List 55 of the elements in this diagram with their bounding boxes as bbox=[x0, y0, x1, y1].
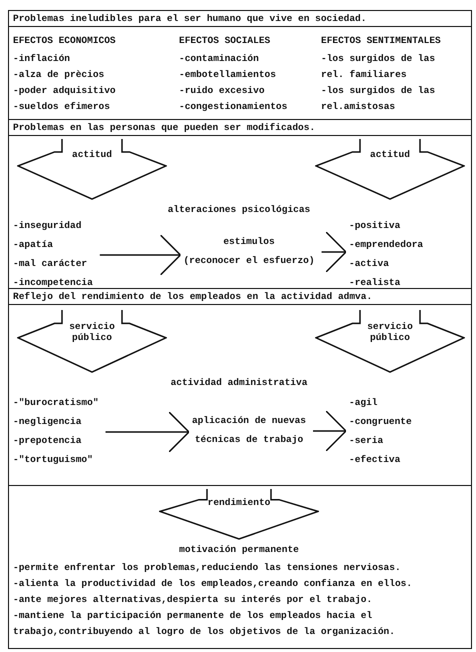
list-item: -emprendedora bbox=[349, 238, 424, 252]
list-item: -apatía bbox=[13, 238, 54, 252]
chevron-arrow bbox=[322, 231, 347, 273]
text-label: motivación permanente bbox=[178, 543, 300, 557]
text-label: -inflación bbox=[13, 52, 72, 66]
list-item: -incompetencia bbox=[13, 276, 94, 290]
list-item: -agil bbox=[349, 396, 379, 410]
panel-box bbox=[8, 119, 472, 289]
text-label: EFECTOS ECONOMICOS bbox=[13, 34, 117, 48]
paragraph-text: -alienta la productividad de los empleados,creando confianza en ellos. bbox=[13, 577, 414, 591]
text-label: EFECTOS SOCIALES bbox=[179, 34, 272, 48]
text-label: -los surgidos de las rel. familiares bbox=[321, 52, 436, 82]
text-label: -contaminación bbox=[179, 52, 260, 66]
list-item: -congruente bbox=[349, 415, 413, 429]
text-label: -alza de prècios bbox=[13, 68, 106, 82]
list-item: -"tortuguismo" bbox=[13, 453, 94, 467]
list-item: -realista bbox=[349, 276, 402, 290]
panel-box bbox=[8, 288, 472, 486]
arrow-label: rendimiento bbox=[207, 497, 271, 508]
list-item: -seria bbox=[349, 434, 384, 448]
panel-heading: Reflejo del rendimiento de los empleados en la actividad admva. bbox=[9, 289, 471, 305]
panel-box bbox=[8, 10, 472, 120]
text-label: -poder adquisitivo bbox=[13, 84, 117, 98]
chevron-arrow bbox=[106, 411, 190, 453]
text-label: -embotellamientos bbox=[179, 68, 277, 82]
text-label: actividad administrativa bbox=[170, 376, 308, 390]
list-item: -inseguridad bbox=[13, 219, 82, 233]
text-label: alteraciones psicológicas bbox=[166, 203, 312, 217]
text-label: EFECTOS SENTIMENTALES bbox=[321, 34, 442, 48]
paragraph-text: -permite enfrentar los problemas,reduciendo las tensiones nerviosas. bbox=[13, 561, 402, 575]
panel-heading: Problemas ineludibles para el ser humano que vive en sociedad. bbox=[9, 11, 471, 27]
list-item: -negligencia bbox=[13, 415, 82, 429]
center-text: (reconocer el esfuerzo) bbox=[182, 254, 316, 268]
list-item: -prepotencia bbox=[13, 434, 82, 448]
arrow-label: actitud bbox=[369, 149, 411, 160]
text-label: -congestionamientos bbox=[179, 100, 288, 114]
text-label: -ruido excesivo bbox=[179, 84, 266, 98]
list-item: -positiva bbox=[349, 219, 402, 233]
chevron-arrow bbox=[313, 410, 347, 452]
arrow-label: servicio público bbox=[68, 320, 116, 343]
center-text: aplicación de nuevas técnicas de trabajo bbox=[179, 411, 319, 449]
list-item: -efectiva bbox=[349, 453, 402, 467]
paragraph-text: -mantiene la participación permanente de los empleados hacia el trabajo,contribuyendo al logro de los objetivos de la organización. bbox=[13, 609, 396, 639]
panel-heading: Problemas en las personas que pueden ser modificados. bbox=[9, 120, 471, 136]
list-item: -activa bbox=[349, 257, 390, 271]
arrow-label: actitud bbox=[71, 149, 113, 160]
paragraph-text: -ante mejores alternativas,despierta su interés por el trabajo. bbox=[13, 593, 374, 607]
chevron-arrow bbox=[100, 234, 182, 276]
text-label: -los surgidos de las rel.amistosas bbox=[321, 84, 436, 114]
list-item: -mal carácter bbox=[13, 257, 88, 271]
text-label: -sueldos efimeros bbox=[13, 100, 111, 114]
panel-box bbox=[8, 485, 472, 649]
list-item: -"burocratismo" bbox=[13, 396, 100, 410]
center-text: estimulos bbox=[222, 235, 276, 249]
arrow-label: servicio público bbox=[366, 320, 414, 343]
